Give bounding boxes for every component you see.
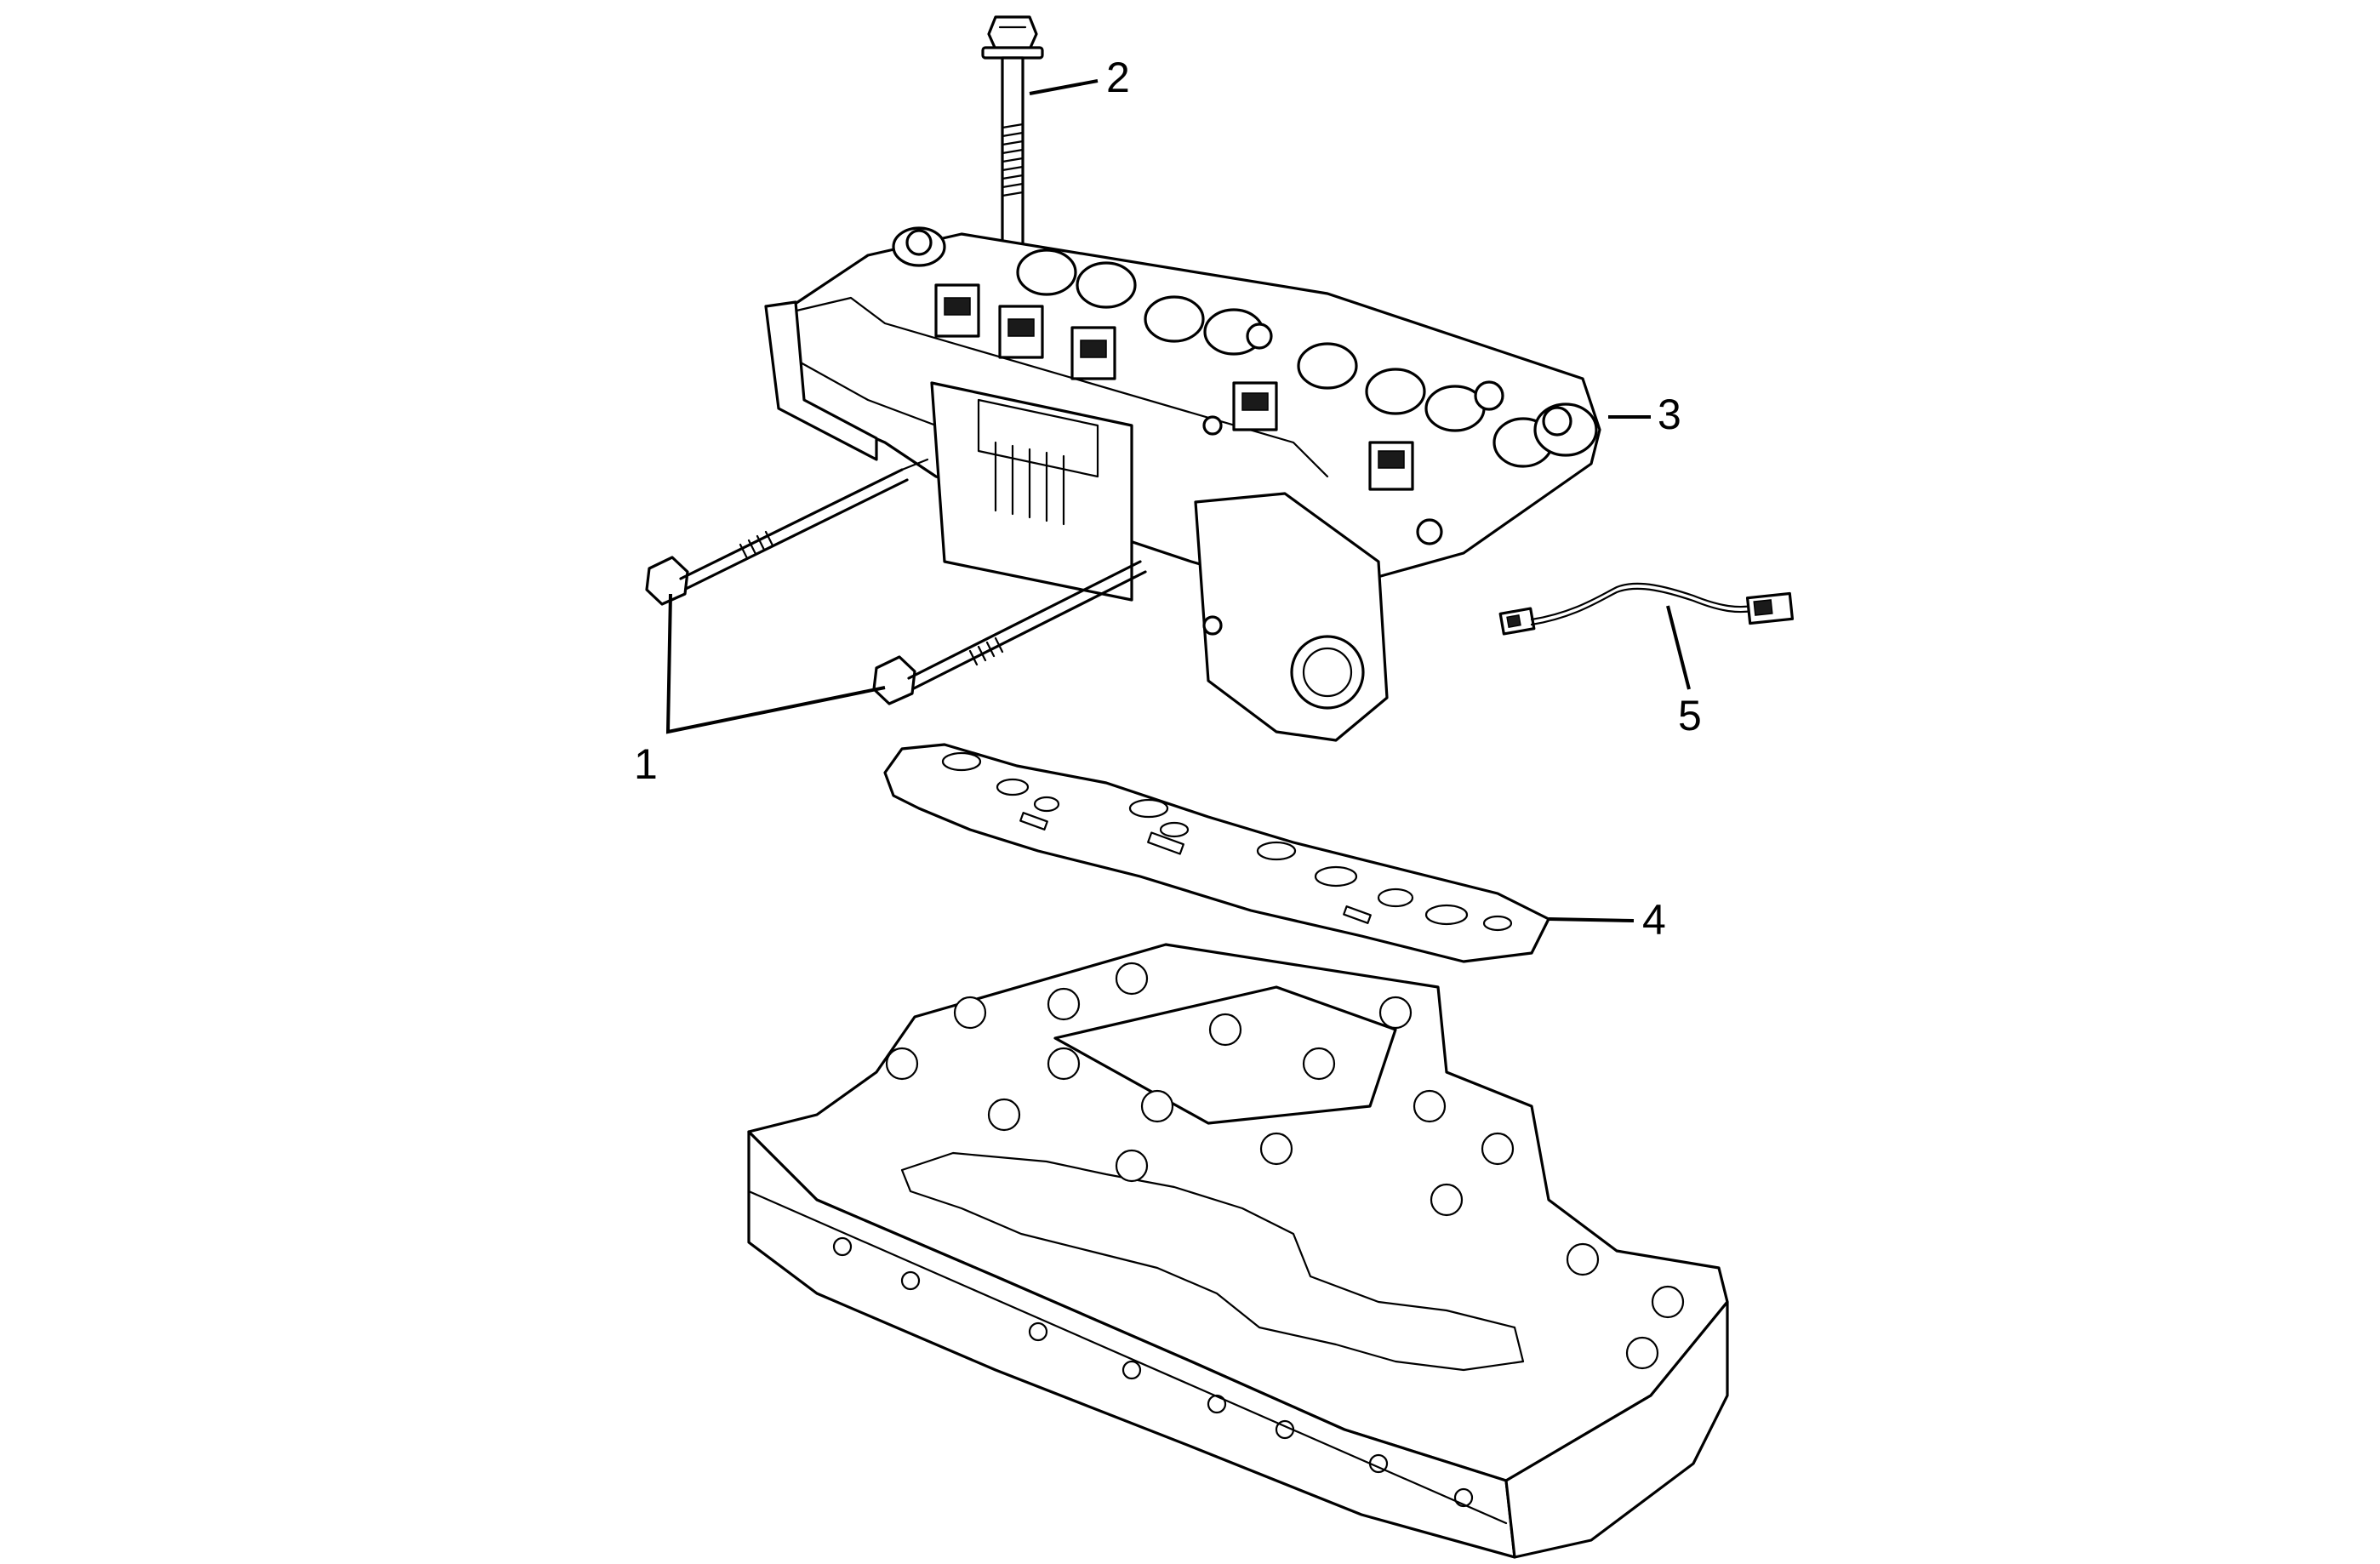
bolt-left-lower (872, 560, 1147, 705)
callout-labels: 1 2 3 4 5 (634, 54, 1702, 944)
leader-5 (1666, 605, 1691, 690)
leader-4 (1548, 917, 1635, 922)
wiring-harness (1498, 582, 1795, 636)
callout-2: 2 (1106, 54, 1130, 101)
spacer-plate-gasket (883, 743, 1550, 963)
control-solenoid-assembly (764, 226, 1601, 742)
valve-body (747, 943, 1729, 1559)
callout-5: 5 (1678, 692, 1702, 739)
bolt-left-upper (645, 458, 929, 606)
bolt-top (981, 15, 1044, 251)
leader-lines (665, 79, 1691, 922)
callout-4: 4 (1642, 896, 1666, 944)
callout-3: 3 (1658, 391, 1681, 438)
leader-1 (665, 593, 886, 734)
leader-2 (1029, 79, 1099, 95)
callout-1: 1 (634, 740, 658, 788)
